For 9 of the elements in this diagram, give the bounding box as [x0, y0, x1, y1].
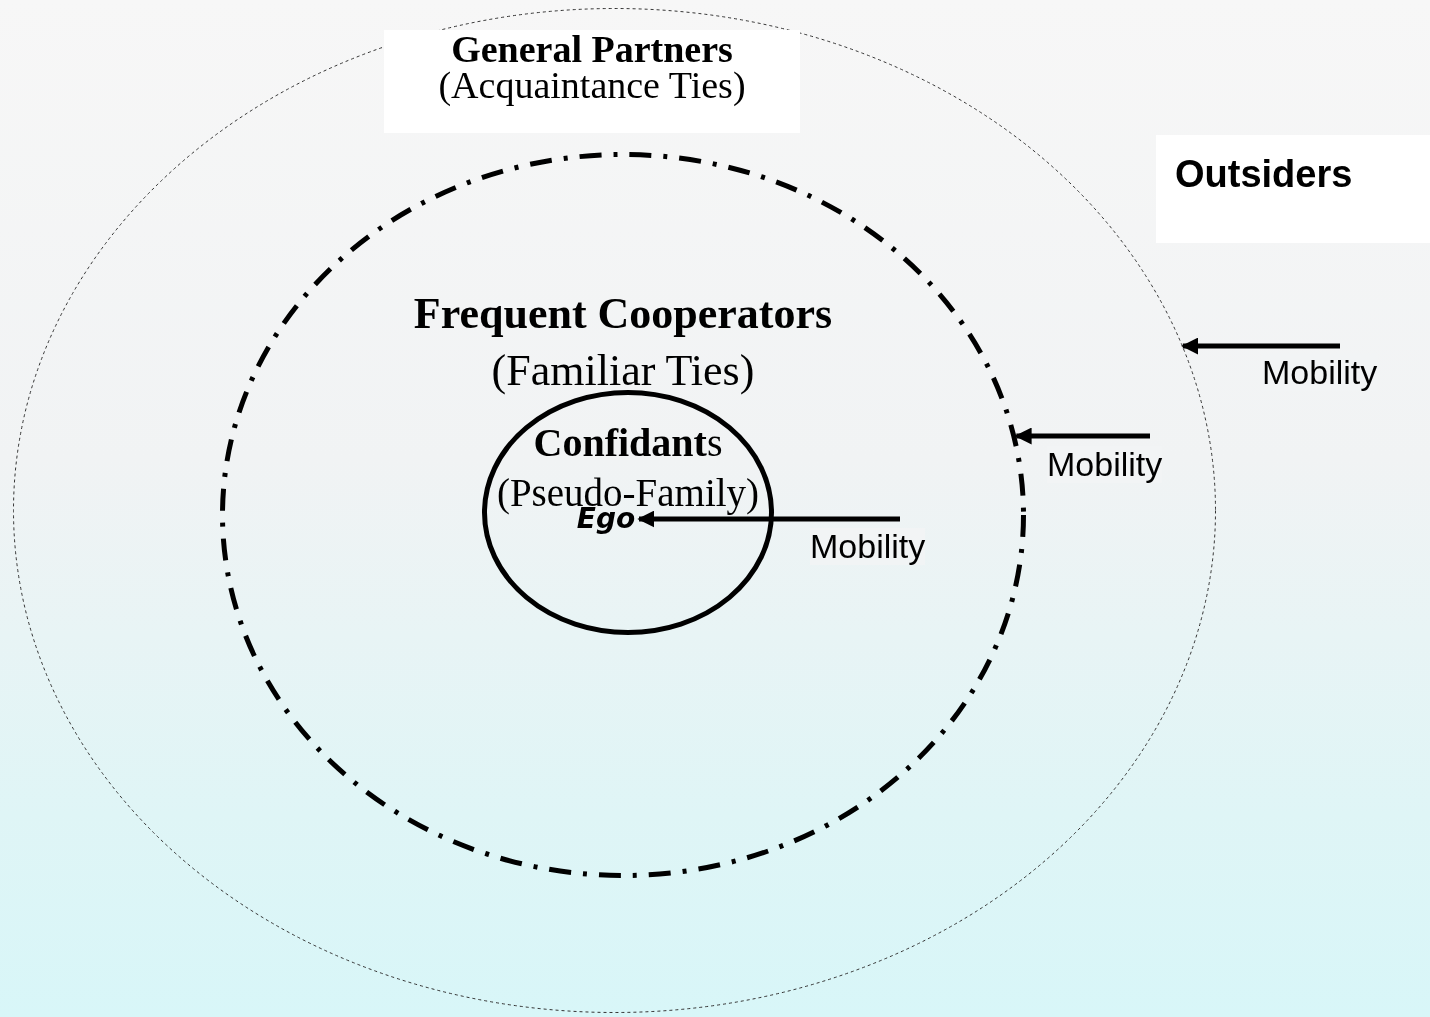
- ring-region: [220, 152, 1026, 878]
- arrow: [637, 510, 900, 528]
- edge-label: Mobility: [810, 528, 926, 566]
- ring-title: Confidants: [533, 422, 723, 464]
- arrow: [1014, 427, 1150, 445]
- ring-subtitle: (Familiar Ties): [491, 348, 755, 395]
- ring-title: Frequent Cooperators: [413, 291, 833, 338]
- label-box: Outsiders: [1156, 135, 1430, 243]
- arrow: [1181, 337, 1340, 355]
